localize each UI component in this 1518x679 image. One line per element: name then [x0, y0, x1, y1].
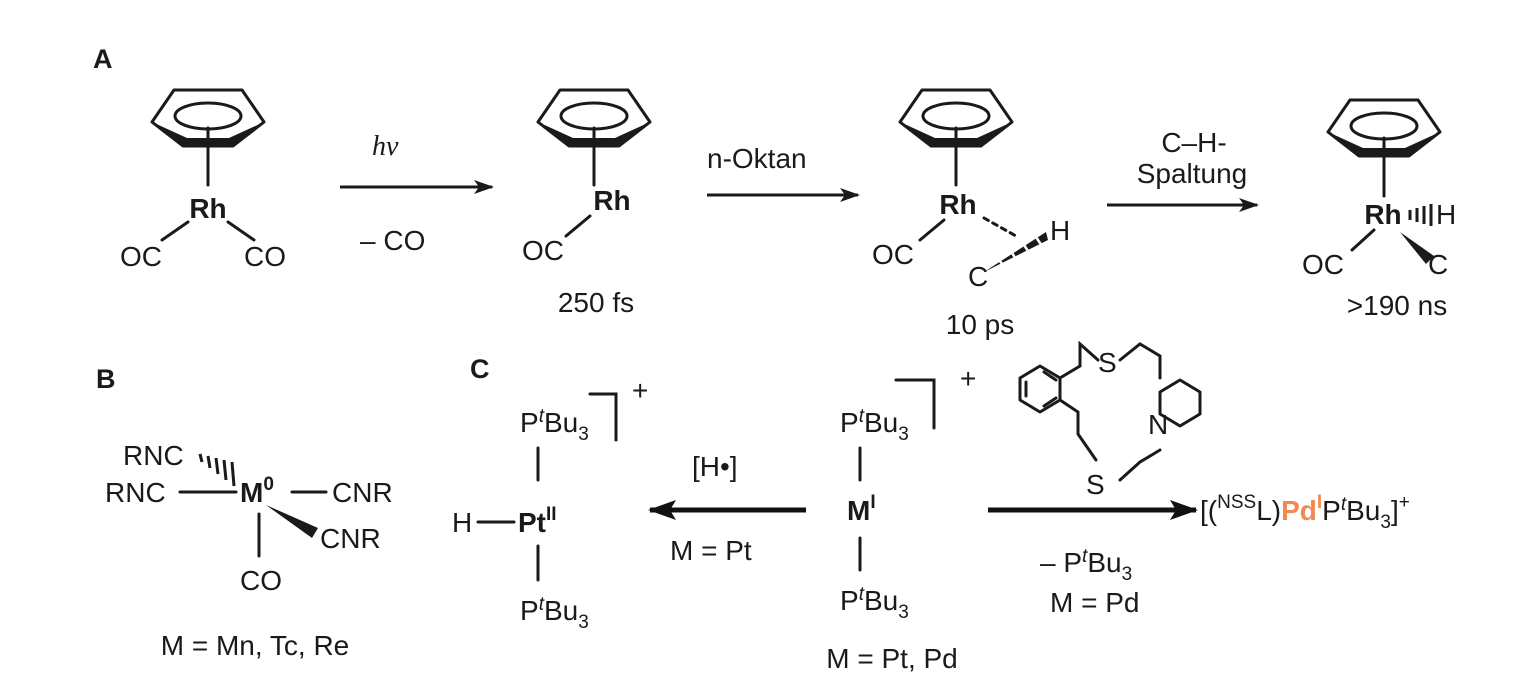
arrow-right-label-m: M = Pd [1050, 587, 1139, 618]
pyridine-ring-hex [1158, 378, 1202, 428]
h-atom-4: H [1436, 199, 1456, 230]
arrow1-label-co-loss: – CO [360, 225, 425, 256]
rh-h-agostic-bond [982, 216, 1018, 238]
compound-cprh-co: Rh OC 250 fs [522, 88, 652, 318]
bridge-upper-left [1058, 340, 1100, 380]
s-atom-lower: S [1086, 469, 1105, 500]
charge-left-product: + [632, 375, 648, 406]
panel-b: B RNC RNC M0 CNR CNR CO M = Mn, Tc, Re [96, 364, 393, 661]
hash-gap-4 [1032, 233, 1044, 247]
ptbu3-upper-left: PtBu3 [520, 406, 589, 445]
hash-gap-2 [1008, 249, 1020, 263]
ligand-cnr-lower: CNR [320, 523, 381, 554]
rh-co-bond-3 [918, 218, 946, 242]
co-ligand-right-1: CO [244, 241, 286, 272]
hash-gap-3 [1020, 241, 1032, 255]
panel-b-label: B [96, 364, 116, 394]
reaction-arrow-photolysis: hv – CO [340, 131, 494, 256]
h-atom-pt: H [452, 507, 472, 538]
bridge-upper-right [1118, 342, 1162, 380]
compound-oxidative-addition-product: Rh OC H C >190 ns [1302, 98, 1456, 321]
arrow-left-label-h: [H•] [692, 451, 738, 482]
co-ligand-2: OC [522, 235, 564, 266]
ligand-cnr-right: CNR [332, 477, 393, 508]
arrow3-label-line1: C–H- [1161, 127, 1226, 158]
panel-c-label: C [470, 354, 490, 384]
ligand-co: CO [240, 565, 282, 596]
panel-a-label: A [93, 44, 113, 74]
ligand-rnc-upper: RNC [123, 440, 184, 471]
rh-h-hashed-bond [1408, 204, 1433, 226]
rh-atom-3: Rh [939, 189, 976, 220]
c-atom-4: C [1428, 249, 1448, 280]
c-atom-3: C [968, 261, 988, 292]
panel-a: A Rh OC CO hv – CO Rh OC 250 fs [93, 44, 1456, 340]
ptbu3-lower-center: PtBu3 [840, 584, 909, 623]
cp-ring-4 [1326, 98, 1442, 158]
benzene-ring-double-bonds [1024, 370, 1058, 408]
bridge-lower-right [1118, 448, 1162, 482]
metal-pt-ii: PtII [518, 504, 557, 538]
rh-co-bond-4 [1350, 228, 1376, 252]
rh-co-bond-right-1 [226, 220, 256, 242]
ligand-rnc-left: RNC [105, 477, 166, 508]
reaction-arrow-ch-cleavage: C–H- Spaltung [1107, 127, 1259, 212]
compound-m-i-bisphosphine: PtBu3 + MI PtBu3 M = Pt, Pd [826, 363, 976, 674]
compound-cprh-co2: Rh OC CO [120, 88, 286, 272]
rh-atom-4: Rh [1364, 199, 1401, 230]
reaction-arrow-octane: n-Oktan [707, 143, 860, 202]
rh-co-bond-2 [564, 214, 592, 238]
cp-ring-1 [150, 88, 266, 148]
co-ligand-3: OC [872, 239, 914, 270]
timescale-250fs: 250 fs [558, 287, 634, 318]
charge-center: + [960, 363, 976, 394]
co-ligand-4: OC [1302, 249, 1344, 280]
wedge-bond-cnr-lower [266, 505, 318, 538]
arrow2-label-octane: n-Oktan [707, 143, 807, 174]
hashed-bond-rnc-upper [198, 453, 236, 487]
panel-c: C PtBu3 + H PtII PtBu3 [H•] M = Pt [452, 340, 1410, 674]
bracket-center [894, 378, 936, 430]
rh-atom-2: Rh [593, 185, 630, 216]
arrow3-label-line2: Spaltung [1137, 158, 1248, 189]
bridge-lower-left [1058, 398, 1098, 462]
metal-m0: M0 [240, 474, 274, 508]
pd-i-product-formula: [(NSSL)PdIPtBu3]+ [1200, 492, 1410, 533]
panel-c-caption: M = Pt, Pd [826, 643, 958, 674]
timescale-10ps: 10 ps [946, 309, 1015, 340]
compound-sigma-complex: Rh OC H C 10 ps [872, 88, 1070, 340]
rh-co-bond-left-1 [160, 220, 190, 242]
rh-atom-1: Rh [189, 193, 226, 224]
hash-gap-1 [996, 257, 1008, 271]
ptbu3-upper-center: PtBu3 [840, 406, 909, 445]
h-atom-3: H [1050, 215, 1070, 246]
arrow-left-label-m: M = Pt [670, 535, 752, 566]
n-atom: N [1148, 409, 1168, 440]
co-ligand-left-1: OC [120, 241, 162, 272]
reaction-arrow-h-atom-transfer: [H•] M = Pt [648, 451, 806, 566]
rh-c-wedge-bond [1400, 232, 1434, 264]
cp-ring-2 [536, 88, 652, 148]
cp-ring-3 [898, 88, 1014, 148]
metal-m-i: MI [847, 492, 876, 526]
bracket-left-product [588, 392, 618, 442]
timescale-190ns: >190 ns [1347, 290, 1447, 321]
arrow1-label-hv: hv [372, 131, 399, 162]
macrocycle-nss-ligand: S N S [1018, 340, 1202, 500]
panel-b-caption: M = Mn, Tc, Re [161, 630, 350, 661]
reaction-arrow-ligand-exchange: – PtBu3 M = Pd [988, 500, 1198, 618]
ptbu3-lower-left: PtBu3 [520, 594, 589, 633]
arrow-right-label-phosphine: – PtBu3 [1040, 546, 1132, 585]
s-atom-upper: S [1098, 347, 1117, 378]
compound-pt-hydride: PtBu3 + H PtII PtBu3 [452, 375, 648, 633]
c-h-hashed-bond [984, 232, 1048, 272]
